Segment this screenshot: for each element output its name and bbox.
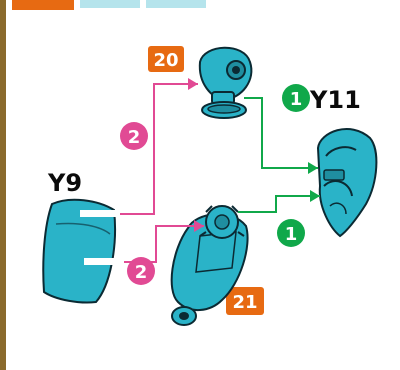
y11-label: Y11 — [309, 86, 361, 114]
pink-step-marker-bottom: 2 — [127, 257, 155, 285]
svg-text:21: 21 — [232, 292, 257, 313]
svg-text:20: 20 — [153, 50, 178, 71]
part-y11 — [316, 128, 378, 238]
y9-label: Y9 — [47, 169, 82, 197]
green-arrow-bottom — [238, 190, 320, 213]
part-20-joint — [198, 46, 253, 119]
pink-arrow-top — [120, 78, 198, 215]
header-fragment-1 — [80, 0, 140, 8]
green-step-marker-bottom: 1 — [277, 219, 305, 247]
svg-text:2: 2 — [128, 127, 141, 148]
green-step-marker-top: 1 — [282, 84, 310, 112]
left-border — [0, 0, 6, 370]
svg-text:1: 1 — [285, 224, 298, 245]
header-fragment-2 — [146, 0, 206, 8]
svg-text:1: 1 — [290, 89, 303, 110]
part-20-badge: 20 — [148, 46, 184, 72]
svg-text:2: 2 — [135, 262, 148, 283]
header-badge — [12, 0, 74, 10]
part-21-badge: 21 — [226, 287, 264, 315]
part-y9 — [42, 198, 124, 304]
y9-peg-bottom — [84, 258, 124, 265]
pink-step-marker-top: 2 — [120, 122, 148, 150]
y9-peg-top — [80, 210, 120, 217]
part-21-arm — [170, 205, 249, 326]
green-arrow-top — [244, 97, 318, 174]
